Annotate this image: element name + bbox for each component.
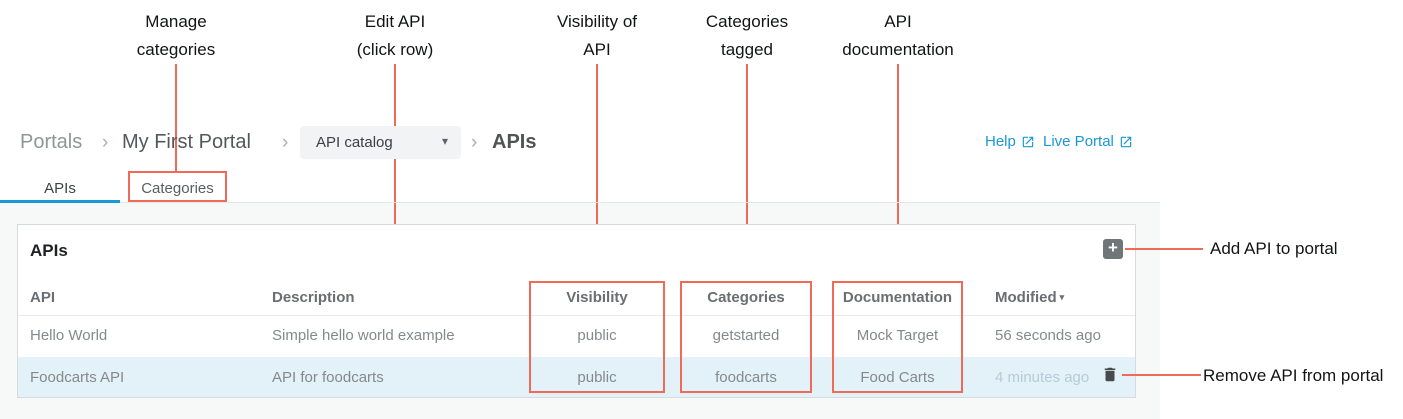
- column-header-categories: Categories: [707, 289, 785, 306]
- cell-documentation: Mock Target: [856, 327, 939, 344]
- live-portal-link-label: Live Portal: [1043, 133, 1114, 150]
- annotation-line: API: [884, 12, 912, 31]
- column-header-documentation: Documentation: [842, 289, 953, 306]
- table-header-divider: [18, 315, 1135, 316]
- annotation-line-manage: [175, 64, 177, 171]
- annotation-box-categories-tab: [128, 171, 227, 202]
- cell-documentation: Food Carts: [860, 369, 935, 386]
- breadcrumb-separator: ›: [471, 132, 478, 153]
- cell-api: Hello World: [30, 327, 108, 344]
- column-header-visibility: Visibility: [566, 289, 628, 306]
- row-highlight: [18, 357, 1135, 397]
- column-header-description: Description: [272, 289, 355, 306]
- annotation-edit-api: Edit API (click row): [315, 8, 475, 64]
- annotation-line: Manage: [145, 12, 207, 31]
- annotation-line: (click row): [356, 40, 434, 59]
- annotation-line-add-api: [1125, 248, 1203, 250]
- tabbar-divider: [0, 202, 1160, 203]
- annotation-manage-categories: Manage categories: [96, 8, 256, 64]
- column-header-api: API: [30, 289, 56, 306]
- column-header-modified-label: Modified: [995, 289, 1057, 306]
- annotation-line-documentation: [897, 64, 899, 283]
- annotation-line: Categories: [705, 12, 789, 31]
- external-link-icon: [1119, 135, 1133, 149]
- trash-icon: [1101, 364, 1119, 385]
- external-link-icon: [1021, 135, 1035, 149]
- help-link-label: Help: [985, 133, 1016, 150]
- annotation-visibility-of-api: Visibility of API: [517, 8, 677, 64]
- annotation-line: Visibility of: [557, 12, 637, 31]
- cell-description: API for foodcarts: [272, 369, 384, 386]
- annotation-add-api: Add API to portal: [1210, 239, 1338, 258]
- annotation-line: tagged: [721, 40, 773, 59]
- tab-categories[interactable]: Categories: [141, 180, 214, 197]
- cell-categories: foodcarts: [715, 369, 777, 386]
- breadcrumb-portals[interactable]: Portals: [20, 131, 83, 153]
- column-header-modified[interactable]: Modified▾: [995, 289, 1064, 306]
- cell-api: Foodcarts API: [30, 369, 125, 386]
- annotation-box-categories-column: [680, 281, 812, 393]
- live-portal-link[interactable]: Live Portal: [1043, 133, 1133, 150]
- delete-api-button[interactable]: [1101, 364, 1119, 385]
- annotation-line: Edit API: [364, 12, 426, 31]
- breadcrumb-separator: ›: [102, 132, 109, 153]
- annotation-line: categories: [136, 40, 216, 59]
- tab-apis[interactable]: APIs: [44, 180, 76, 197]
- annotation-line-categories: [746, 64, 748, 283]
- breadcrumb-separator: ›: [282, 132, 289, 153]
- breadcrumb-current-apis: APIs: [492, 131, 537, 153]
- sort-desc-icon: ▾: [1059, 292, 1065, 302]
- annotation-remove-api: Remove API from portal: [1203, 366, 1384, 385]
- annotation-line-remove-api: [1122, 374, 1201, 376]
- help-link[interactable]: Help: [985, 133, 1035, 150]
- cell-modified: 4 minutes ago: [995, 369, 1090, 386]
- panel-title: APIs: [30, 241, 68, 260]
- page-dropdown-value: API catalog: [316, 134, 393, 151]
- annotation-box-documentation-column: [832, 281, 963, 393]
- annotation-line-visibility: [596, 64, 598, 283]
- annotation-box-visibility-column: [529, 281, 665, 393]
- tab-apis-active-underline: [0, 200, 120, 203]
- annotation-line: documentation: [842, 40, 954, 59]
- cell-description: Simple hello world example: [272, 327, 455, 344]
- cell-categories: getstarted: [712, 327, 780, 344]
- annotation-line-edit: [394, 64, 396, 368]
- chevron-down-icon: ▾: [441, 134, 448, 148]
- cell-modified: 56 seconds ago: [995, 327, 1101, 344]
- annotation-categories-tagged: Categories tagged: [667, 8, 827, 64]
- cell-visibility: public: [577, 369, 617, 386]
- page-dropdown[interactable]: API catalog ▾: [300, 126, 461, 159]
- cell-visibility: public: [577, 327, 617, 344]
- add-api-button[interactable]: +: [1103, 239, 1123, 259]
- breadcrumb-portal-name[interactable]: My First Portal: [122, 131, 251, 153]
- annotation-line: API: [583, 40, 611, 59]
- annotation-api-documentation: API documentation: [798, 8, 998, 64]
